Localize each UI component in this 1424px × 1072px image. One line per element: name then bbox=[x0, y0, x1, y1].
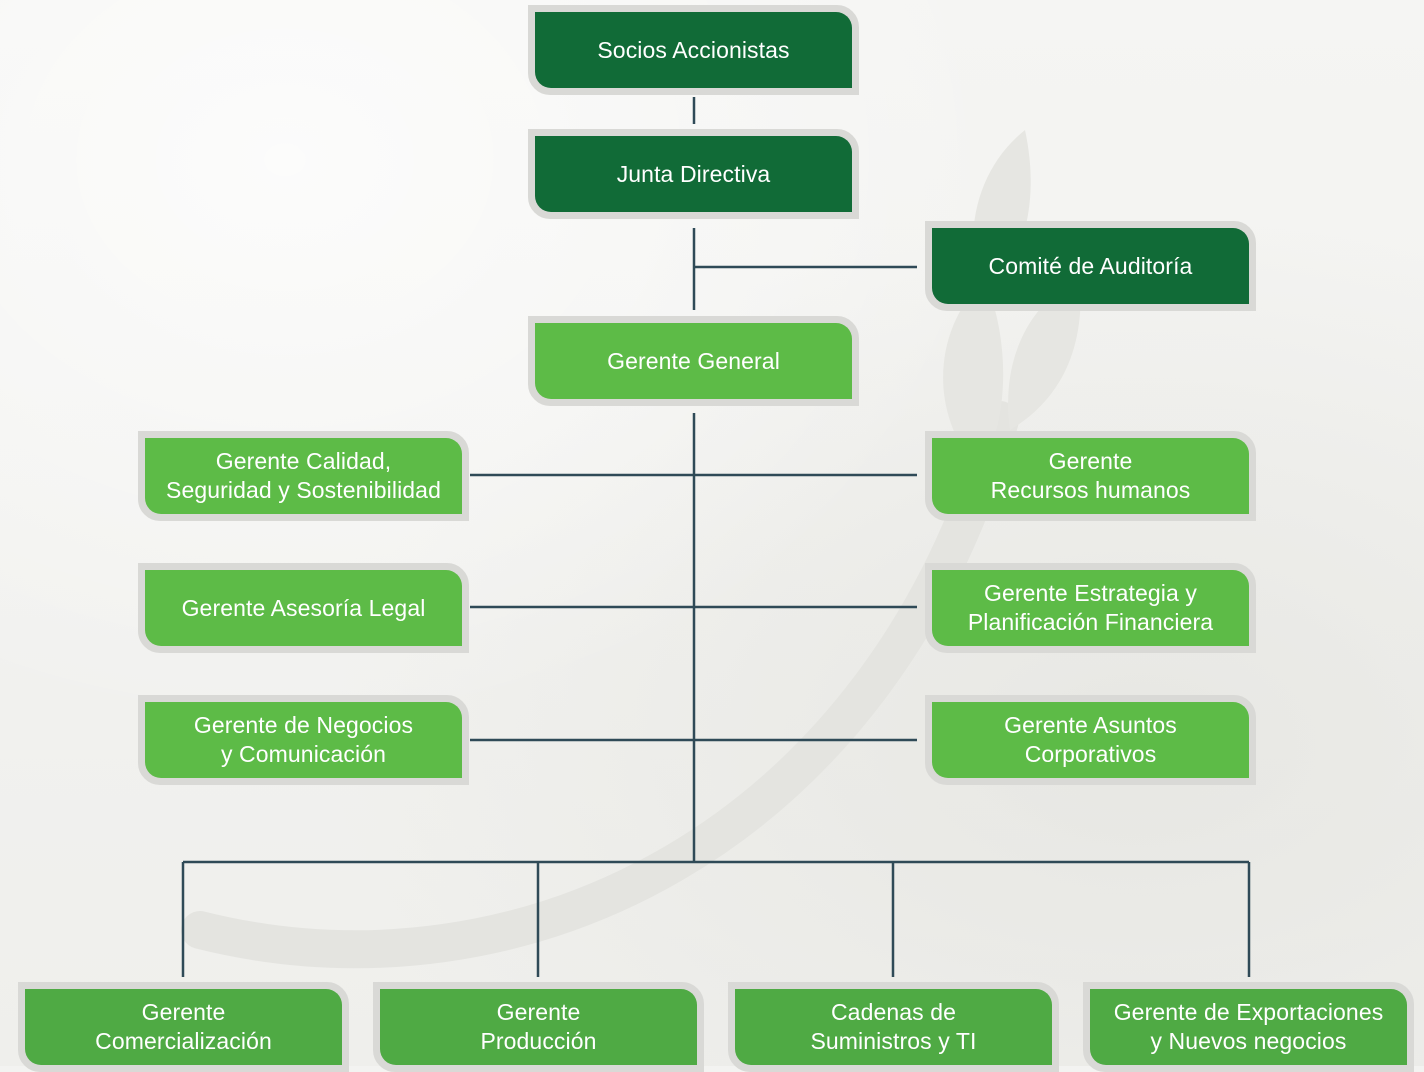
node-label: Gerente General bbox=[535, 323, 852, 399]
node-label: Comité de Auditoría bbox=[932, 228, 1249, 304]
node-label: Gerente Comercialización bbox=[25, 989, 342, 1065]
node-gerente-rrhh: Gerente Recursos humanos bbox=[925, 431, 1256, 521]
node-gerente-produccion: Gerente Producción bbox=[373, 982, 704, 1072]
node-gerente-asesoria-legal: Gerente Asesoría Legal bbox=[138, 563, 469, 653]
node-label: Gerente de Exportaciones y Nuevos negoci… bbox=[1090, 989, 1407, 1065]
node-gerente-calidad: Gerente Calidad, Seguridad y Sostenibili… bbox=[138, 431, 469, 521]
node-gerente-comercializacion: Gerente Comercialización bbox=[18, 982, 349, 1072]
node-label: Socios Accionistas bbox=[535, 12, 852, 88]
node-gerente-negocios: Gerente de Negocios y Comunicación bbox=[138, 695, 469, 785]
node-socios-accionistas: Socios Accionistas bbox=[528, 5, 859, 95]
node-label: Gerente Calidad, Seguridad y Sostenibili… bbox=[145, 438, 462, 514]
node-label: Gerente Estrategia y Planificación Finan… bbox=[932, 570, 1249, 646]
node-label: Gerente de Negocios y Comunicación bbox=[145, 702, 462, 778]
node-comite-auditoria: Comité de Auditoría bbox=[925, 221, 1256, 311]
node-label: Gerente Producción bbox=[380, 989, 697, 1065]
node-label: Cadenas de Suministros y TI bbox=[735, 989, 1052, 1065]
node-label: Gerente Asuntos Corporativos bbox=[932, 702, 1249, 778]
node-gerente-general: Gerente General bbox=[528, 316, 859, 406]
node-gerente-asuntos: Gerente Asuntos Corporativos bbox=[925, 695, 1256, 785]
node-label: Junta Directiva bbox=[535, 136, 852, 212]
node-label: Gerente Asesoría Legal bbox=[145, 570, 462, 646]
node-label: Gerente Recursos humanos bbox=[932, 438, 1249, 514]
node-junta-directiva: Junta Directiva bbox=[528, 129, 859, 219]
node-gerente-estrategia: Gerente Estrategia y Planificación Finan… bbox=[925, 563, 1256, 653]
node-cadenas-suministros: Cadenas de Suministros y TI bbox=[728, 982, 1059, 1072]
node-gerente-exportaciones: Gerente de Exportaciones y Nuevos negoci… bbox=[1083, 982, 1414, 1072]
